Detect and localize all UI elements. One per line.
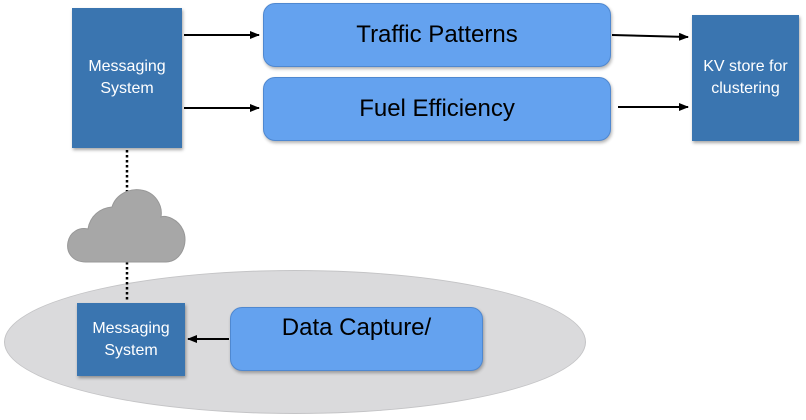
traffic-patterns-label: Traffic Patterns [356, 21, 518, 48]
kv-store-box: KV store for clustering [692, 15, 799, 141]
traffic-patterns-box: Traffic Patterns [263, 3, 611, 67]
cloud-icon [67, 189, 186, 263]
arrow-traffic-to-kv [611, 32, 689, 41]
data-capture-label: Data Capture/ [281, 314, 432, 341]
messaging-system-top-label: Messaging System [88, 58, 166, 97]
fuel-efficiency-label: Fuel Efficiency [359, 95, 515, 122]
fuel-efficiency-box: Fuel Efficiency [263, 77, 611, 141]
data-capture-box: Data Capture/ [230, 307, 483, 371]
messaging-system-bottom-label: Messaging System [92, 319, 170, 359]
kv-store-label: KV store for clustering [703, 58, 788, 97]
messaging-system-bottom: Messaging System [77, 303, 185, 376]
messaging-system-top: Messaging System [72, 8, 182, 148]
